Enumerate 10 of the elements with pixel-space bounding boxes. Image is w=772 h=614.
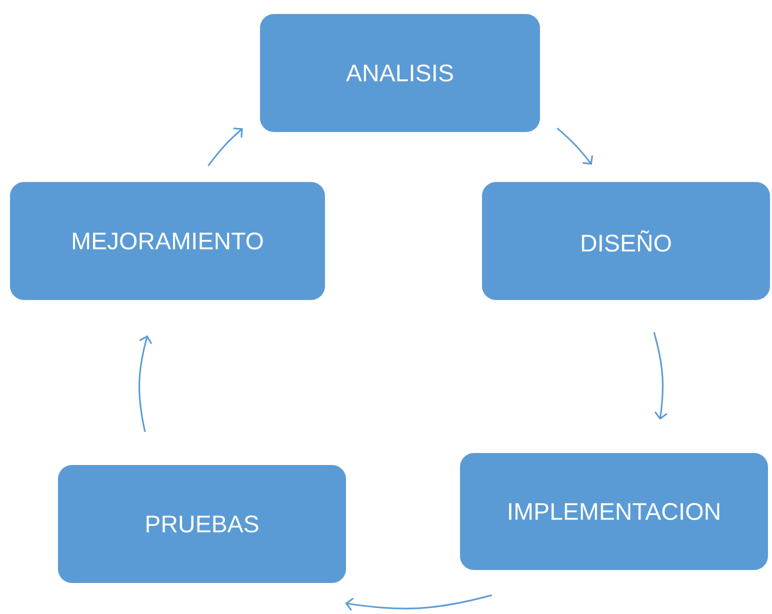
arrow: [138, 335, 152, 432]
arrow: [208, 128, 243, 166]
process-box: PRUEBAS: [58, 465, 346, 583]
arrow: [653, 332, 668, 420]
arrow: [556, 128, 594, 165]
arrow: [345, 594, 492, 611]
process-box: IMPLEMENTACION: [460, 453, 768, 570]
process-box: MEJORAMIENTO: [10, 182, 325, 300]
process-box: ANALISIS: [260, 14, 540, 132]
process-box: DISEÑO: [482, 182, 770, 300]
